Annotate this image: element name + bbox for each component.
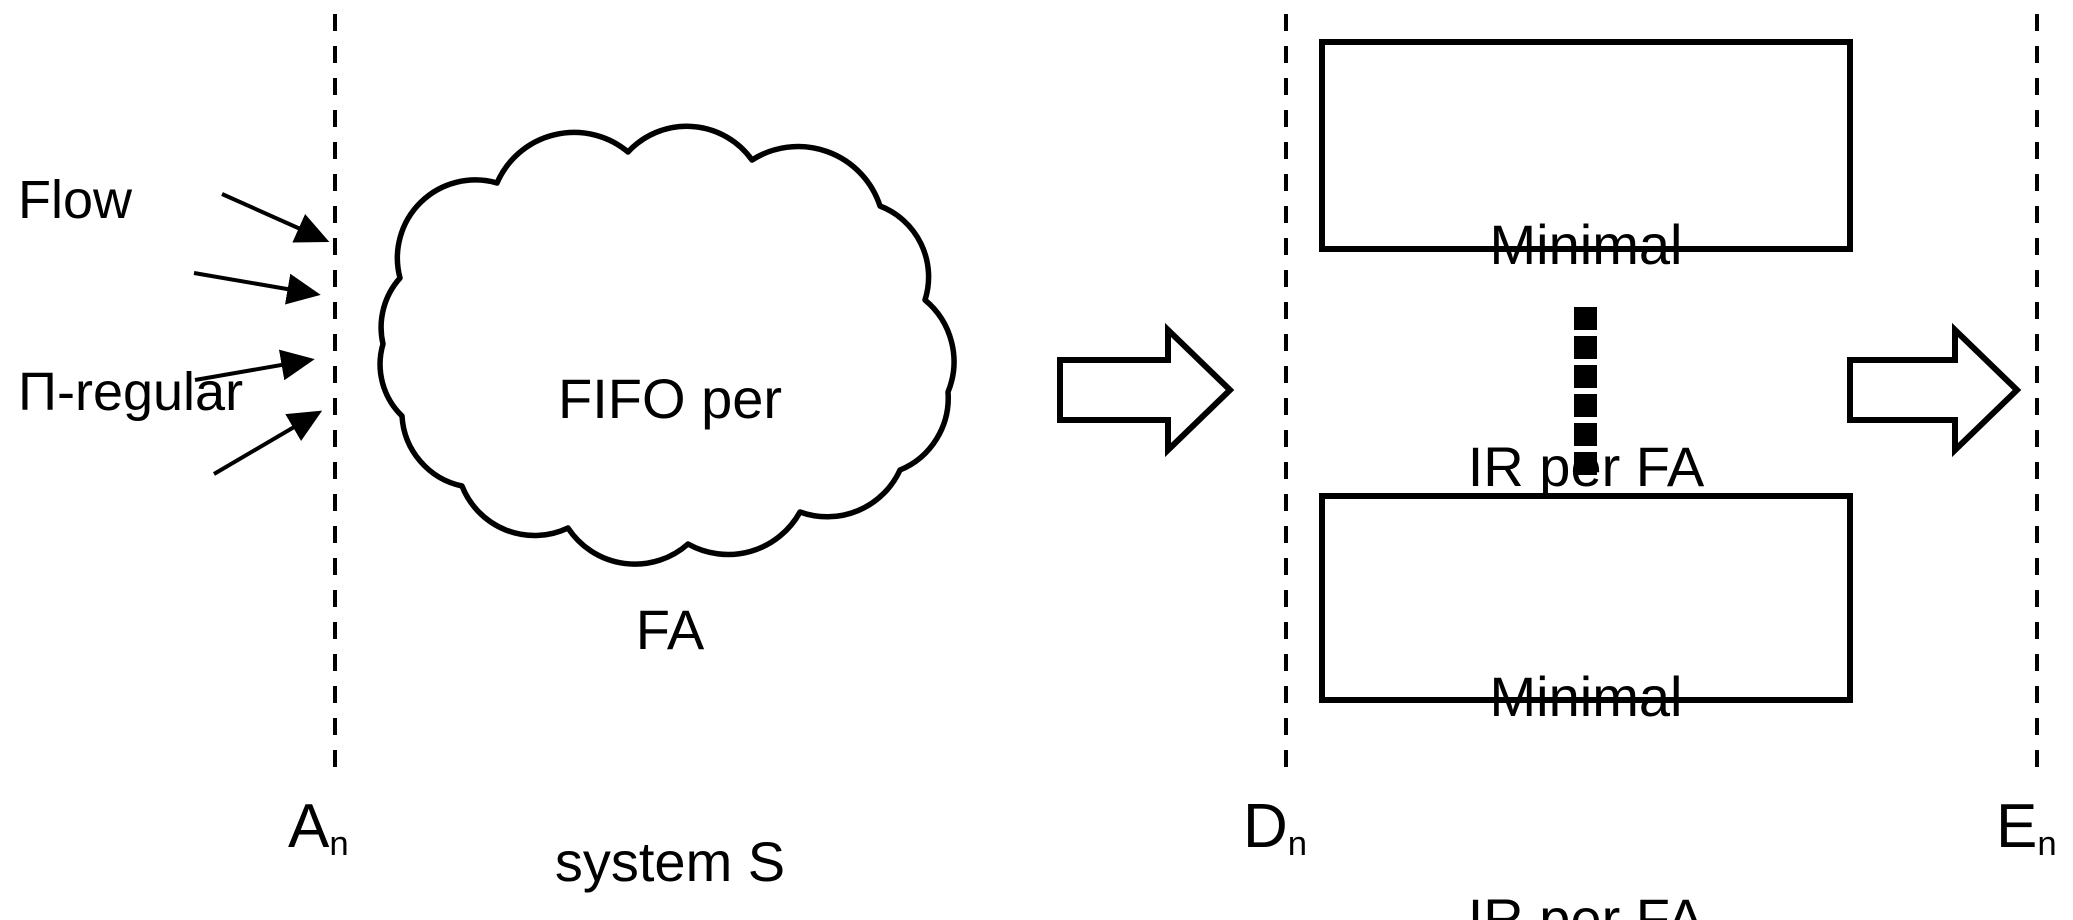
axis-label-a-base: A — [288, 792, 330, 861]
input-arrow-2 — [193, 271, 321, 305]
flow-label-line2: Π-regular — [18, 361, 244, 422]
box-bottom-label-line1: Minimal — [1489, 664, 1683, 728]
axis-label-d-sub: n — [1287, 824, 1308, 863]
axis-label-e-base: E — [1996, 792, 2038, 861]
axis-label-a: An — [288, 790, 349, 863]
input-arrow-4 — [212, 410, 323, 476]
box-top-label-line2: IR per FA — [1467, 434, 1705, 498]
flow-regular-label: Flow Π-regular — [18, 42, 243, 552]
box-top-label-line1: Minimal — [1489, 212, 1683, 276]
box-minimal-ir-top — [1319, 39, 1853, 252]
input-arrow-1 — [221, 192, 330, 243]
box-bottom-label: Minimal IR per FA — [1322, 512, 1850, 920]
axis-label-d: Dn — [1243, 790, 1307, 863]
box-bottom-label-line2: IR per FA — [1467, 886, 1705, 920]
block-arrow-2 — [1847, 322, 2022, 458]
block-arrow-1 — [1057, 322, 1235, 458]
input-arrow-3 — [194, 349, 315, 382]
axis-label-d-base: D — [1243, 792, 1288, 861]
cloud-label: FIFO per FA system S — [480, 205, 860, 920]
cloud-label-line3: system S — [554, 830, 786, 894]
cloud-label-line1: FIFO per — [557, 366, 783, 430]
axis-label-e: En — [1996, 790, 2057, 863]
box-top-label: Minimal IR per FA — [1322, 60, 1850, 651]
flow-label-line1: Flow — [18, 170, 133, 231]
box-minimal-ir-bottom — [1319, 493, 1853, 703]
axis-label-a-sub: n — [329, 824, 349, 863]
vertical-ellipsis-icon — [1574, 307, 1597, 475]
cloud-label-line2: FA — [635, 598, 705, 662]
axis-label-e-sub: n — [2037, 824, 2057, 863]
cloud-shape — [377, 123, 957, 567]
